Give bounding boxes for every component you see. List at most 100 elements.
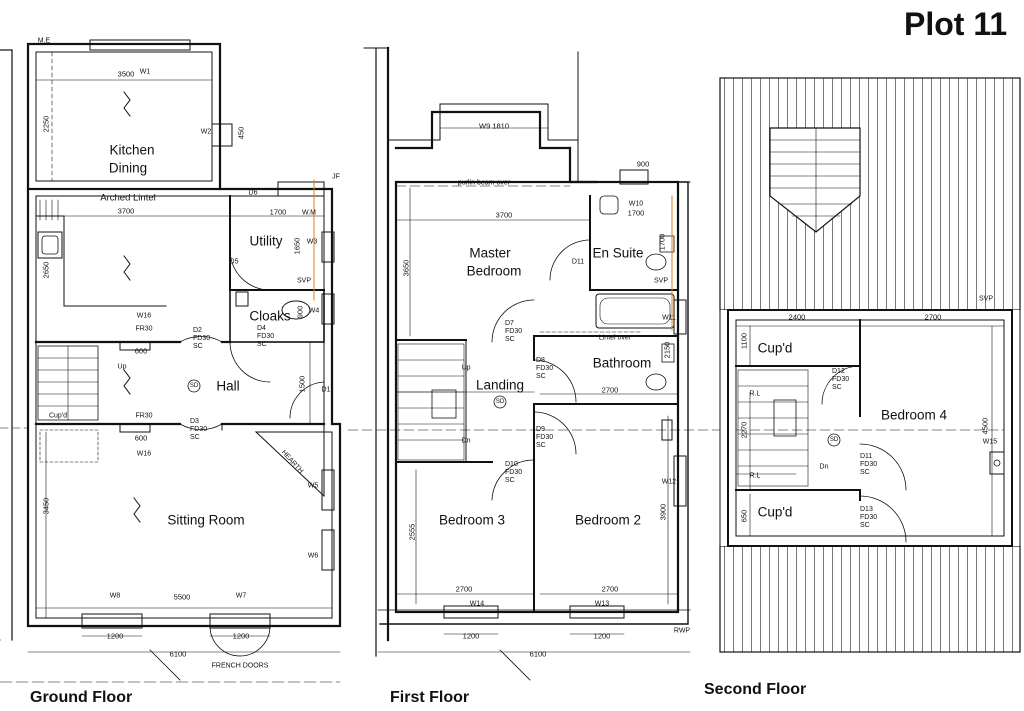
room-bedroom-2: Bedroom 2	[574, 512, 642, 528]
dim-3900: 3900	[658, 503, 668, 521]
rl-upper: R.L	[749, 390, 761, 398]
room-master-line2: Bedroom	[466, 263, 522, 279]
fr30-lower: FR30	[135, 412, 153, 420]
dim-600-lower: 600	[134, 433, 148, 443]
door-label-d11-second: D11 FD30 SC	[860, 453, 878, 477]
window-w7	[209, 613, 271, 629]
first-dn-note: Dn	[461, 437, 471, 445]
dim-3450: 3450	[41, 497, 51, 515]
dim-900-ground: 900	[295, 305, 305, 319]
door-label-d6: D6	[248, 189, 258, 197]
dim-3500: 3500	[117, 69, 135, 79]
ground-outer-wall	[26, 187, 342, 628]
dim-450: 450	[236, 126, 246, 140]
room-master-line1: Master	[469, 245, 511, 261]
door-label-d11-first: D11	[571, 258, 585, 266]
window-w5	[321, 469, 335, 511]
second-dn-note: Dn	[819, 463, 829, 471]
window-label-w2: W2	[200, 128, 212, 136]
room-sitting: Sitting Room	[167, 512, 245, 528]
window-label-w16-upper: W16	[136, 312, 152, 320]
purlin-note: purlin beam over	[457, 179, 511, 187]
dim-w9-1810: W9 1810	[478, 121, 510, 131]
window-w8	[81, 613, 143, 629]
dim-2270: 2270	[739, 421, 749, 439]
room-hall: Hall	[216, 378, 240, 394]
door-label-d8: D8 FD30 SC	[536, 357, 554, 381]
dim-3700: 3700	[117, 206, 135, 216]
room-bedroom-3: Bedroom 3	[438, 512, 506, 528]
dim-1200-left: 1200	[106, 631, 124, 641]
dim-650: 650	[739, 509, 749, 523]
roof-plan-lower	[719, 545, 1021, 653]
door-label-d5: D5	[229, 258, 239, 266]
window-w13	[569, 605, 625, 619]
room-cupd-lower: Cup'd	[757, 504, 793, 520]
door-label-d3: D3 FD30 SC	[190, 418, 208, 442]
second-floor-plan	[719, 77, 1021, 653]
first-floor-plan	[347, 46, 721, 681]
room-dining: Dining	[108, 160, 148, 176]
dim-1500: 1500	[297, 375, 307, 393]
french-doors-note: FRENCH DOORS	[211, 662, 269, 670]
window-w1	[89, 39, 191, 51]
rl-lower: R.L	[749, 472, 761, 480]
room-en-suite: En Suite	[592, 245, 644, 261]
lintel-note: Lintel over	[598, 334, 632, 342]
first-inner-wall	[394, 180, 680, 614]
dim-3700-first: 3700	[495, 210, 513, 220]
ground-smoke-detector: SD	[189, 383, 199, 389]
window-label-w12: W12	[661, 478, 677, 486]
ground-svp-label: SVP	[296, 277, 312, 285]
roof-plan-upper	[719, 77, 1021, 311]
dim-900-first: 900	[636, 159, 650, 169]
dim-3650: 3650	[401, 259, 411, 277]
jf-label: JF	[332, 173, 340, 181]
dim-2400: 2400	[788, 312, 806, 322]
ground-floor-label: Ground Floor	[30, 689, 133, 706]
ground-up-note: Up	[117, 363, 127, 371]
room-bathroom: Bathroom	[592, 355, 652, 371]
door-label-d9: D9 FD30 SC	[536, 426, 554, 450]
dim-2700-bed3: 2700	[455, 584, 473, 594]
dim-1700-ground: 1700	[269, 207, 287, 217]
dim-1200-right: 1200	[232, 631, 250, 641]
window-w12	[673, 455, 687, 507]
dim-1700-first: 1700	[627, 208, 645, 218]
ground-floor-plan	[0, 39, 342, 683]
dim-1100: 1100	[739, 332, 749, 350]
window-label-w1: W1	[139, 68, 151, 76]
first-up-note: Up	[461, 364, 471, 372]
wm-label: W.M	[302, 209, 316, 217]
second-floor-label: Second Floor	[704, 681, 807, 698]
door-label-d10: D10 FD30 SC	[505, 461, 523, 485]
room-bedroom-4: Bedroom 4	[880, 407, 948, 423]
room-cupd-upper: Cup'd	[757, 340, 793, 356]
door-label-d2: D2 FD30 SC	[193, 327, 211, 351]
window-w14	[443, 605, 499, 619]
dim-1700-vertical: 1700	[657, 233, 667, 251]
dim-1200-first-right: 1200	[593, 631, 611, 641]
me-note: M.E	[37, 37, 51, 45]
dim-2700-second: 2700	[924, 312, 942, 322]
window-label-w6: W6	[307, 552, 319, 560]
dim-2700-bathroom: 2700	[601, 385, 619, 395]
window-w11	[673, 299, 687, 335]
kitchen-inner-wall	[35, 51, 213, 182]
room-landing: Landing	[475, 377, 525, 393]
dim-5500: 5500	[173, 592, 191, 602]
window-label-w8: W8	[109, 592, 121, 600]
window-label-w14: W14	[469, 600, 485, 608]
first-floor-label: First Floor	[390, 689, 470, 706]
window-label-w16-lower: W16	[136, 450, 152, 458]
dim-2555: 2555	[407, 523, 417, 541]
window-label-w5: W5	[307, 482, 319, 490]
ground-cupd-label: Cup'd	[48, 412, 68, 420]
dim-1650: 1650	[292, 237, 302, 255]
window-label-w10: W10	[628, 200, 644, 208]
dim-6100-ground: 6100	[169, 649, 187, 659]
window-label-w11: W11	[662, 314, 676, 322]
door-label-d7: D7 FD30 SC	[505, 320, 523, 344]
dim-2150: 2150	[662, 341, 672, 359]
room-utility: Utility	[249, 233, 283, 249]
